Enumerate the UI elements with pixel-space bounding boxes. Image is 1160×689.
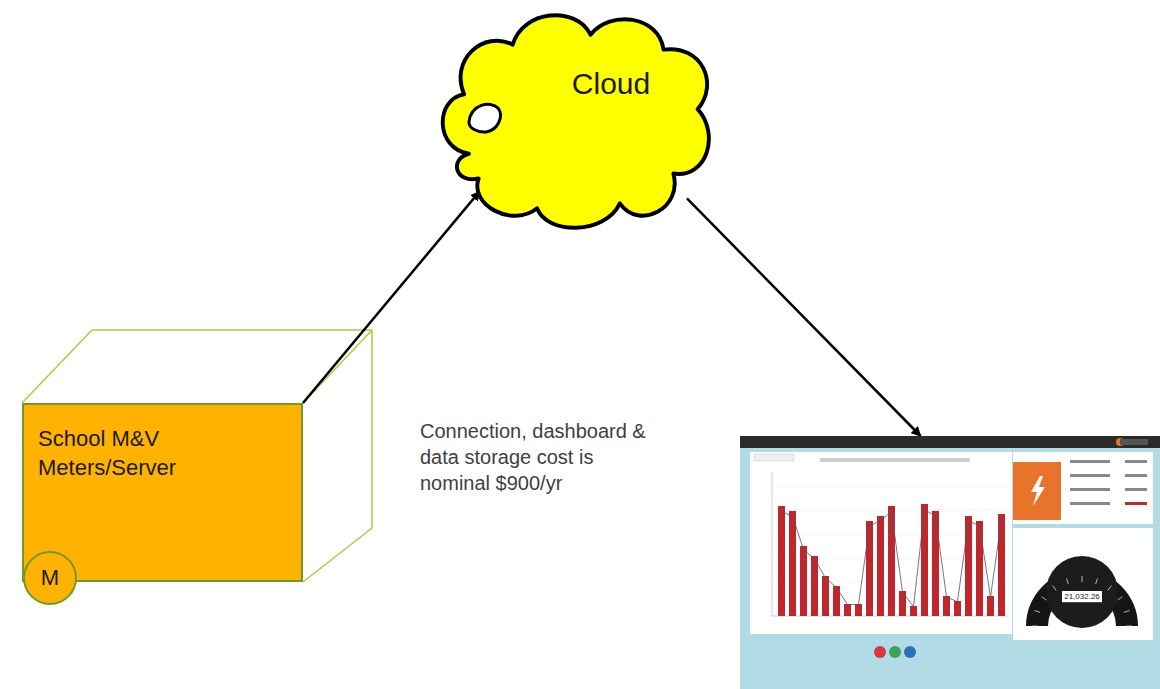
cloud-outline bbox=[443, 15, 709, 228]
dashboard-screen: 21,032.26 bbox=[740, 436, 1160, 689]
circle-label: M bbox=[41, 565, 59, 591]
meter-circle: M bbox=[23, 551, 77, 605]
wireframe-lines bbox=[22, 330, 372, 582]
cost-note: Connection, dashboard & data storage cos… bbox=[420, 418, 646, 496]
gauge-value: 21,032.26 bbox=[1062, 591, 1102, 602]
cloud-hole bbox=[469, 104, 500, 132]
dashboard-screenshot bbox=[740, 436, 1160, 689]
arrow-connector bbox=[303, 191, 480, 403]
box-label: School M&V Meters/Server bbox=[38, 425, 210, 482]
arrow-connector bbox=[687, 198, 921, 436]
cloud-node: Cloud bbox=[430, 5, 722, 238]
cloud-shape bbox=[430, 5, 722, 238]
cloud-label: Cloud bbox=[430, 67, 722, 101]
